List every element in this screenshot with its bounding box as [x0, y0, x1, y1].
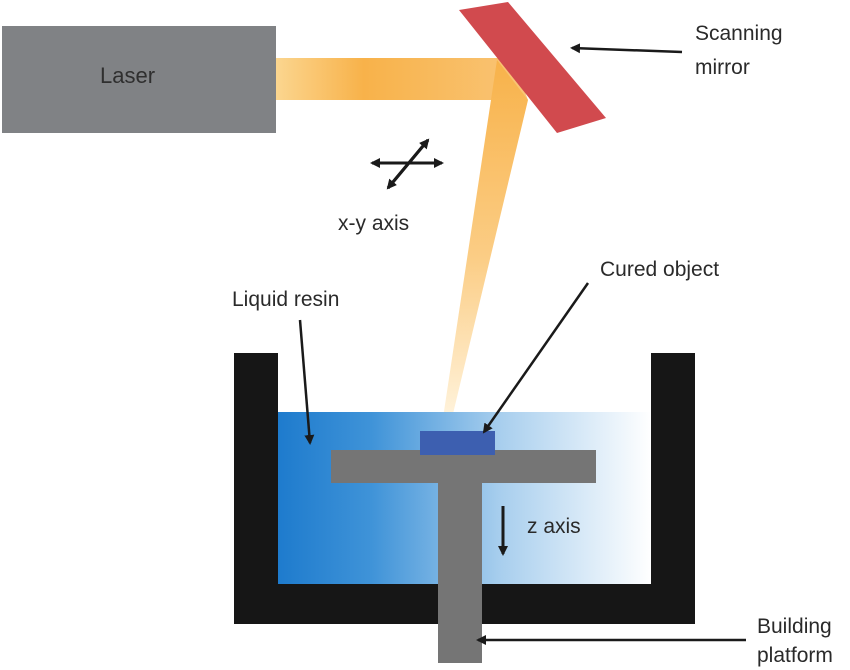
scanning-mirror-arrow	[570, 43, 683, 54]
laser-beam-horizontal	[275, 58, 528, 100]
cured-object-arrow	[482, 282, 590, 434]
platform-stem	[438, 483, 482, 663]
scanning-mirror	[459, 2, 606, 133]
platform-top-plate	[331, 450, 596, 483]
cured-object	[420, 431, 495, 455]
laser-box	[2, 26, 276, 133]
scanning-mirror-label-line1: Scanning	[695, 22, 783, 45]
z-axis-label: z axis	[527, 515, 581, 538]
cured-object-label: Cured object	[600, 258, 719, 281]
laser-beam-vertical	[443, 60, 528, 418]
liquid-resin-label: Liquid resin	[232, 288, 339, 311]
liquid-resin-arrow	[298, 319, 315, 445]
xy-axis-label: x-y axis	[338, 212, 409, 235]
building-platform-label-line2: platform	[757, 644, 833, 667]
xy-axis-icon	[370, 138, 444, 190]
laser-label: Laser	[100, 63, 155, 88]
resin-tank	[234, 353, 695, 624]
scanning-mirror-label-line2: mirror	[695, 56, 750, 79]
building-platform-label-line1: Building	[757, 615, 832, 638]
